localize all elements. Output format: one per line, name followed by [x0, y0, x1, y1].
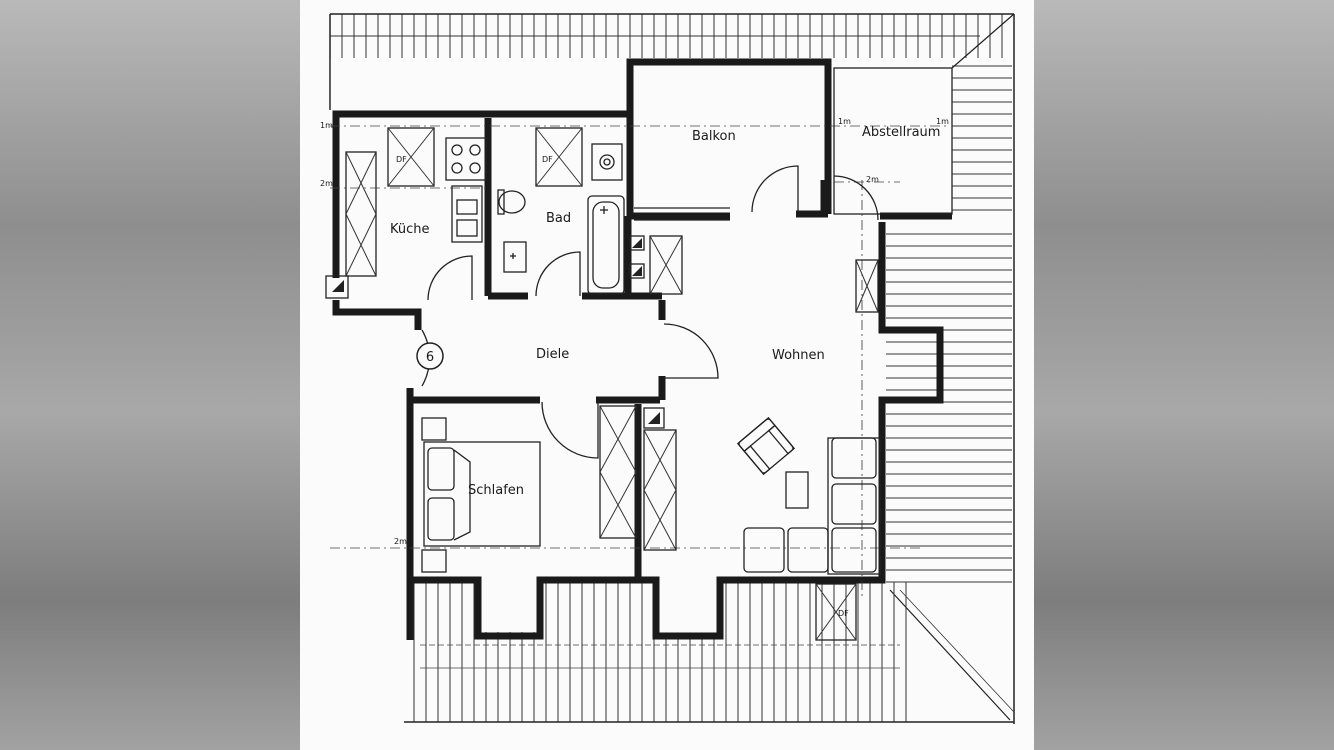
floor-plan: 6 DF DF DF 1m 2m 1m 1m 2m 2m Balkon Abst…: [320, 13, 1015, 724]
dim-label-2m-left: 2m: [320, 179, 333, 188]
wardrobes: [599, 405, 677, 551]
skylight-label-kitchen: DF: [396, 155, 407, 164]
roof-hatching-top: [329, 13, 1014, 110]
blurred-background-right: [1034, 0, 1334, 750]
room-label-schlafen: Schlafen: [468, 483, 524, 498]
room-label-balkon: Balkon: [692, 129, 736, 144]
skylight-label-living: DF: [838, 609, 849, 618]
window-lines: [330, 125, 950, 600]
room-label-wohnen: Wohnen: [772, 348, 825, 363]
room-label-kueche: Küche: [390, 222, 430, 237]
room-label-bad: Bad: [546, 211, 571, 226]
walls: [332, 58, 952, 640]
dim-label-1m-right: 1m: [838, 117, 851, 126]
skylight-label-bath: DF: [542, 155, 553, 164]
dim-label-1m-left: 1m: [320, 121, 333, 130]
kitchen-fixtures: [325, 127, 487, 299]
dim-label-2m-right: 2m: [866, 175, 879, 184]
entrance-number: 6: [426, 350, 434, 365]
bath-fixtures: [497, 127, 683, 295]
roof-hatching-right: [886, 13, 1015, 724]
entrance-number-circle: [416, 342, 444, 370]
living-furniture: [736, 259, 881, 641]
dim-label-2m-bottom: 2m: [394, 537, 407, 546]
blurred-background-left: [0, 0, 300, 750]
floor-plan-sheet: 6 DF DF DF 1m 2m 1m 1m 2m 2m Balkon Abst…: [300, 0, 1034, 750]
room-label-diele: Diele: [536, 347, 569, 362]
door-swings: [421, 165, 879, 459]
dim-label-1m-far-right: 1m: [936, 117, 949, 126]
bed: [421, 417, 541, 573]
room-label-abstellraum: Abstellraum: [862, 125, 940, 140]
